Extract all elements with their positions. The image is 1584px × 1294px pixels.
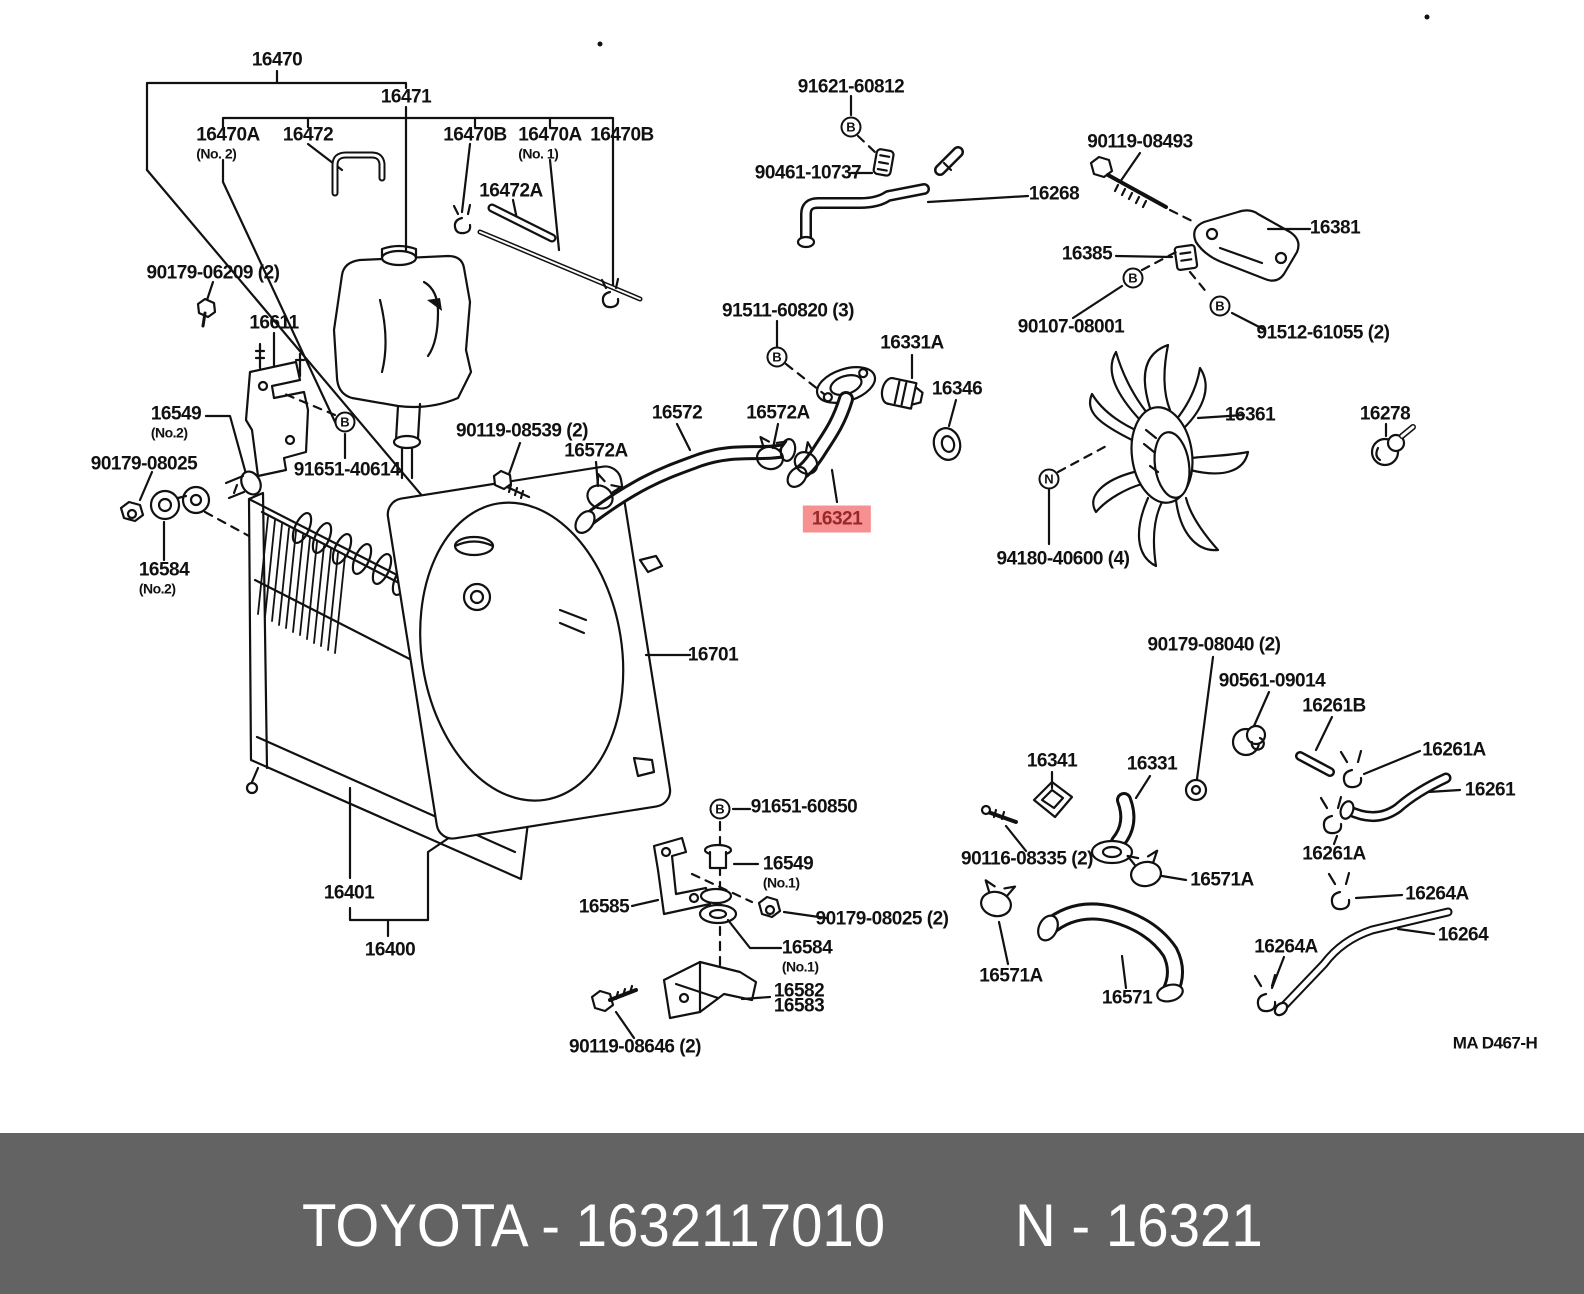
- diagram-line-art: [119, 14, 1462, 1040]
- part-label: 16264A: [1405, 883, 1469, 905]
- part-label: 16701: [687, 644, 739, 666]
- part-label: 16346: [931, 378, 983, 400]
- part-label: 91512-61055 (2): [1256, 322, 1391, 344]
- part-label: 16331A: [880, 332, 944, 354]
- callout-circle-B: B: [840, 116, 862, 138]
- part-label: 16331: [1126, 753, 1178, 775]
- part-label: 16261A: [1302, 843, 1366, 865]
- part-label: 91651-60850: [750, 796, 858, 818]
- part-label: 16549(No.1): [762, 853, 814, 891]
- footer-part-number: TOYOTA - 1632117010: [302, 1192, 886, 1259]
- part-label: 16261B: [1302, 695, 1366, 717]
- part-label: 16572: [651, 402, 703, 424]
- callout-circle-B: B: [1122, 267, 1144, 289]
- callout-circle-B: B: [1209, 295, 1231, 317]
- part-label: 16470B: [443, 124, 507, 146]
- part-label: 90461-10737: [754, 162, 862, 184]
- part-label-highlighted: 16321: [802, 505, 872, 533]
- part-label: 16381: [1309, 217, 1361, 239]
- part-label: 16278: [1359, 403, 1411, 425]
- callout-circle-B: B: [766, 346, 788, 368]
- part-label: 16361: [1224, 404, 1276, 426]
- part-label: MA D467-H: [1452, 1033, 1538, 1053]
- part-label: 91621-60812: [797, 76, 905, 98]
- part-label: 16571A: [979, 965, 1043, 987]
- part-label: 91651-40614: [293, 459, 401, 481]
- part-label: 16341: [1026, 750, 1078, 772]
- part-label: 16611: [249, 312, 299, 334]
- part-label: 90179-08025: [90, 453, 198, 475]
- part-label: 16549(No.2): [150, 403, 202, 441]
- part-label: 16583: [773, 995, 825, 1017]
- footer-bar: TOYOTA - 1632117010 N - 16321: [0, 1133, 1584, 1294]
- part-label: 90116-08335 (2): [961, 848, 1093, 870]
- part-label: 16385: [1061, 243, 1113, 265]
- footer-part-code: N - 16321: [1015, 1192, 1263, 1259]
- part-label: 90119-08493: [1087, 131, 1193, 153]
- part-label: 90561-09014: [1218, 670, 1326, 692]
- part-label: 16264A: [1254, 936, 1318, 958]
- part-label: 90179-08025 (2): [815, 908, 950, 930]
- callout-circle-B: B: [709, 798, 731, 820]
- part-label: 16472: [282, 124, 334, 146]
- part-label: 90179-08040 (2): [1147, 634, 1282, 656]
- part-label: 16582: [773, 980, 825, 1002]
- part-label: 16572A: [564, 440, 628, 462]
- part-label: 90119-08539 (2): [456, 420, 588, 442]
- part-label: 16571A: [1190, 869, 1254, 891]
- part-label: 16470B: [590, 124, 654, 146]
- part-label: 94180-40600 (4): [996, 548, 1131, 570]
- part-label: 16264: [1437, 924, 1489, 946]
- callout-circle-B: B: [334, 411, 356, 433]
- part-label: 16470A(No. 2): [196, 124, 260, 162]
- part-label: 91511-60820 (3): [722, 300, 854, 322]
- part-label: 16572A: [746, 402, 810, 424]
- part-label: 16585: [578, 896, 630, 918]
- diagram-svg: [119, 14, 1462, 1040]
- callout-circle-N: N: [1038, 468, 1060, 490]
- part-label: 16400: [364, 939, 416, 961]
- part-label: 16261A: [1422, 739, 1486, 761]
- part-label: 90119-08646 (2): [569, 1036, 701, 1058]
- part-label: 16584(No.2): [138, 559, 190, 597]
- part-label: 16261: [1464, 779, 1516, 801]
- part-label: 90107-08001: [1017, 316, 1125, 338]
- part-label: 16571: [1101, 987, 1153, 1009]
- part-label: 16472A: [479, 180, 543, 202]
- part-label: 90179-06209 (2): [146, 262, 281, 284]
- part-label: 16584(No.1): [781, 937, 833, 975]
- part-label: 16470A(No. 1): [518, 124, 582, 162]
- part-label: 16268: [1028, 183, 1080, 205]
- part-label: 16471: [380, 86, 432, 108]
- part-label: 16401: [323, 882, 375, 904]
- part-label: 16470: [251, 49, 303, 71]
